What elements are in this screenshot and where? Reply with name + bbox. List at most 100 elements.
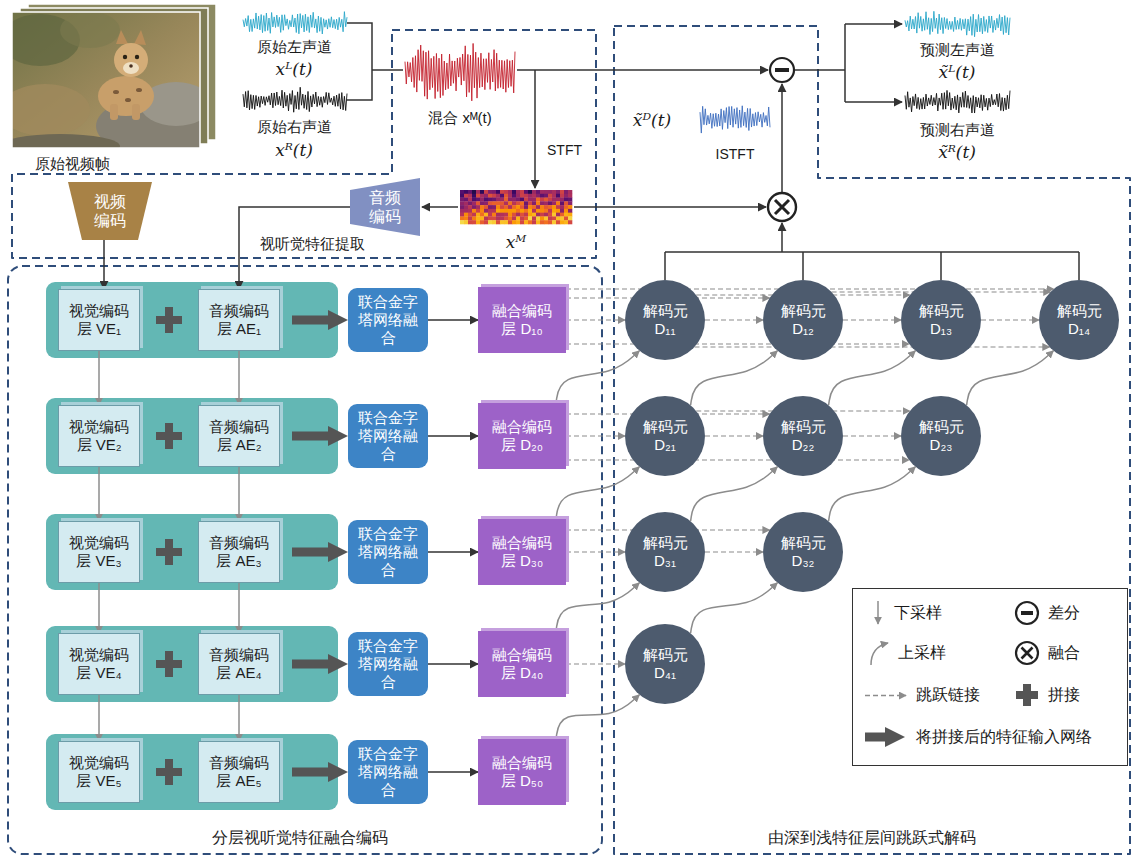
flow-arrow (428, 319, 478, 321)
encoder-trapezoid: 音频编码 (350, 178, 420, 236)
waveform (243, 12, 347, 34)
spectrogram-cell (520, 220, 524, 224)
spectrogram-cell (568, 198, 572, 202)
cougar-body (98, 76, 154, 116)
encoder-region (8, 266, 602, 854)
spectrogram-cell (556, 194, 560, 198)
spectrogram-cell (460, 198, 464, 202)
spectrogram-cell (512, 209, 516, 213)
node-label: 解码元 D₃₂ (778, 534, 828, 570)
flow-arrow (428, 551, 478, 553)
skip-link (566, 435, 625, 436)
waveform (243, 87, 347, 112)
spectrogram-cell (504, 201, 508, 205)
legend-text: 融合 (1048, 643, 1080, 664)
node-text-block: 融合编码层 D₄₀ (488, 646, 556, 682)
legend-sample (877, 601, 879, 624)
spectrogram-cell (544, 220, 548, 224)
input-wire (372, 69, 403, 71)
upsample-link (967, 351, 1054, 405)
spectrogram-cell (504, 194, 508, 198)
spectrogram-cell (484, 220, 488, 224)
cougar-spot (136, 88, 142, 92)
node-text-block: 视频编码 (92, 192, 128, 230)
spectrogram-cell (464, 205, 468, 209)
waveform (405, 43, 515, 100)
spectrogram-cell (488, 201, 492, 205)
spectrogram-cell (516, 201, 520, 205)
spectrogram-cell (528, 190, 532, 194)
spectrogram-cell (476, 213, 480, 217)
ground (12, 134, 120, 148)
spectrogram-cell (540, 190, 544, 194)
spectrogram-cell (536, 216, 540, 220)
decoder-node: 解码元 D₁₄ (1039, 280, 1119, 360)
node-text-block: 联合金字塔网络融合 (355, 525, 421, 579)
video-frames (0, 4, 220, 158)
spectrogram-cell (476, 216, 480, 220)
spectrogram-cell (512, 205, 516, 209)
spectrogram-cell (540, 209, 544, 213)
node-label: 融合编码层 D₄₀ (488, 646, 556, 682)
node-label: 视觉编码层 VE₂ (65, 418, 133, 454)
node-text-block: 融合编码层 D₂₀ (488, 418, 556, 454)
signal-label: 预测左声道 (918, 41, 997, 59)
spectrogram-cell (460, 209, 464, 213)
spectrogram-cell (500, 194, 504, 198)
spectrogram-cell (552, 209, 556, 213)
spectrogram-cell (536, 201, 540, 205)
spectrogram-cell (544, 194, 548, 198)
decoder-bus (665, 252, 1079, 280)
trapezoid-outline (350, 178, 420, 236)
spectrogram-cell (524, 198, 528, 202)
spectrogram-cell (548, 220, 552, 224)
signal-label: xᴿ(t) (273, 140, 315, 160)
flow-arrow (103, 240, 105, 289)
spectrogram-cell (524, 216, 528, 220)
spectrogram-cell (500, 198, 504, 202)
spectrogram-cell (520, 194, 524, 198)
audio-encoder-layer: 音频编码层 AE₃ (198, 521, 280, 583)
output-wire (794, 24, 845, 102)
spectrogram-cell (500, 205, 504, 209)
legend-swatch (1013, 681, 1041, 709)
spectrogram-cell (544, 201, 548, 205)
legend-box: 下采样差分上采样融合跳跃链接拼接将拼接后的特征输入网络 (852, 588, 1128, 766)
fusion-encoder-layer: 融合编码层 D₂₀ (478, 403, 566, 469)
spectrogram-cell (512, 220, 516, 224)
spectrogram-cell (460, 194, 464, 198)
pyramid-fusion-box: 联合金字塔网络融合 (348, 404, 428, 468)
decoder-node: 解码元 D₁₃ (901, 280, 981, 360)
legend-entry: 差分 (1013, 599, 1080, 627)
concat-plus (165, 539, 173, 565)
spectrogram-cell (536, 198, 540, 202)
spectrogram-cell (528, 216, 532, 220)
spectrogram-cell (508, 194, 512, 198)
spectrogram-cell (548, 198, 552, 202)
spectrogram-cell (548, 213, 552, 217)
encoder-band (46, 734, 338, 810)
spectrogram-cell (472, 205, 476, 209)
audio-encoder-layer: 音频编码层 AE₂ (198, 405, 280, 467)
cougar-nose (129, 64, 133, 68)
spectrogram-cell (496, 209, 500, 213)
spectrogram-cell (564, 213, 568, 217)
spectrogram-cell (468, 198, 472, 202)
spectrogram-cell (484, 216, 488, 220)
spectrogram-cell (496, 220, 500, 224)
region-title: 分层视听觉特征融合编码 (210, 828, 390, 847)
spectrogram-cell (532, 216, 536, 220)
spectrogram-cell (520, 198, 524, 202)
cougar-head (114, 43, 148, 77)
front-frame (12, 12, 200, 148)
spectrogram-cell (480, 209, 484, 213)
legend-text: 将拼接后的特征输入网络 (916, 727, 1092, 748)
feature-input-arrow (292, 548, 334, 557)
skip-link (843, 435, 901, 436)
cougar-leg (132, 104, 140, 120)
spectrogram-cell (472, 220, 476, 224)
encoder-bands (46, 282, 338, 810)
spectrogram-cell (568, 201, 572, 205)
spectrogram-cell (464, 220, 468, 224)
